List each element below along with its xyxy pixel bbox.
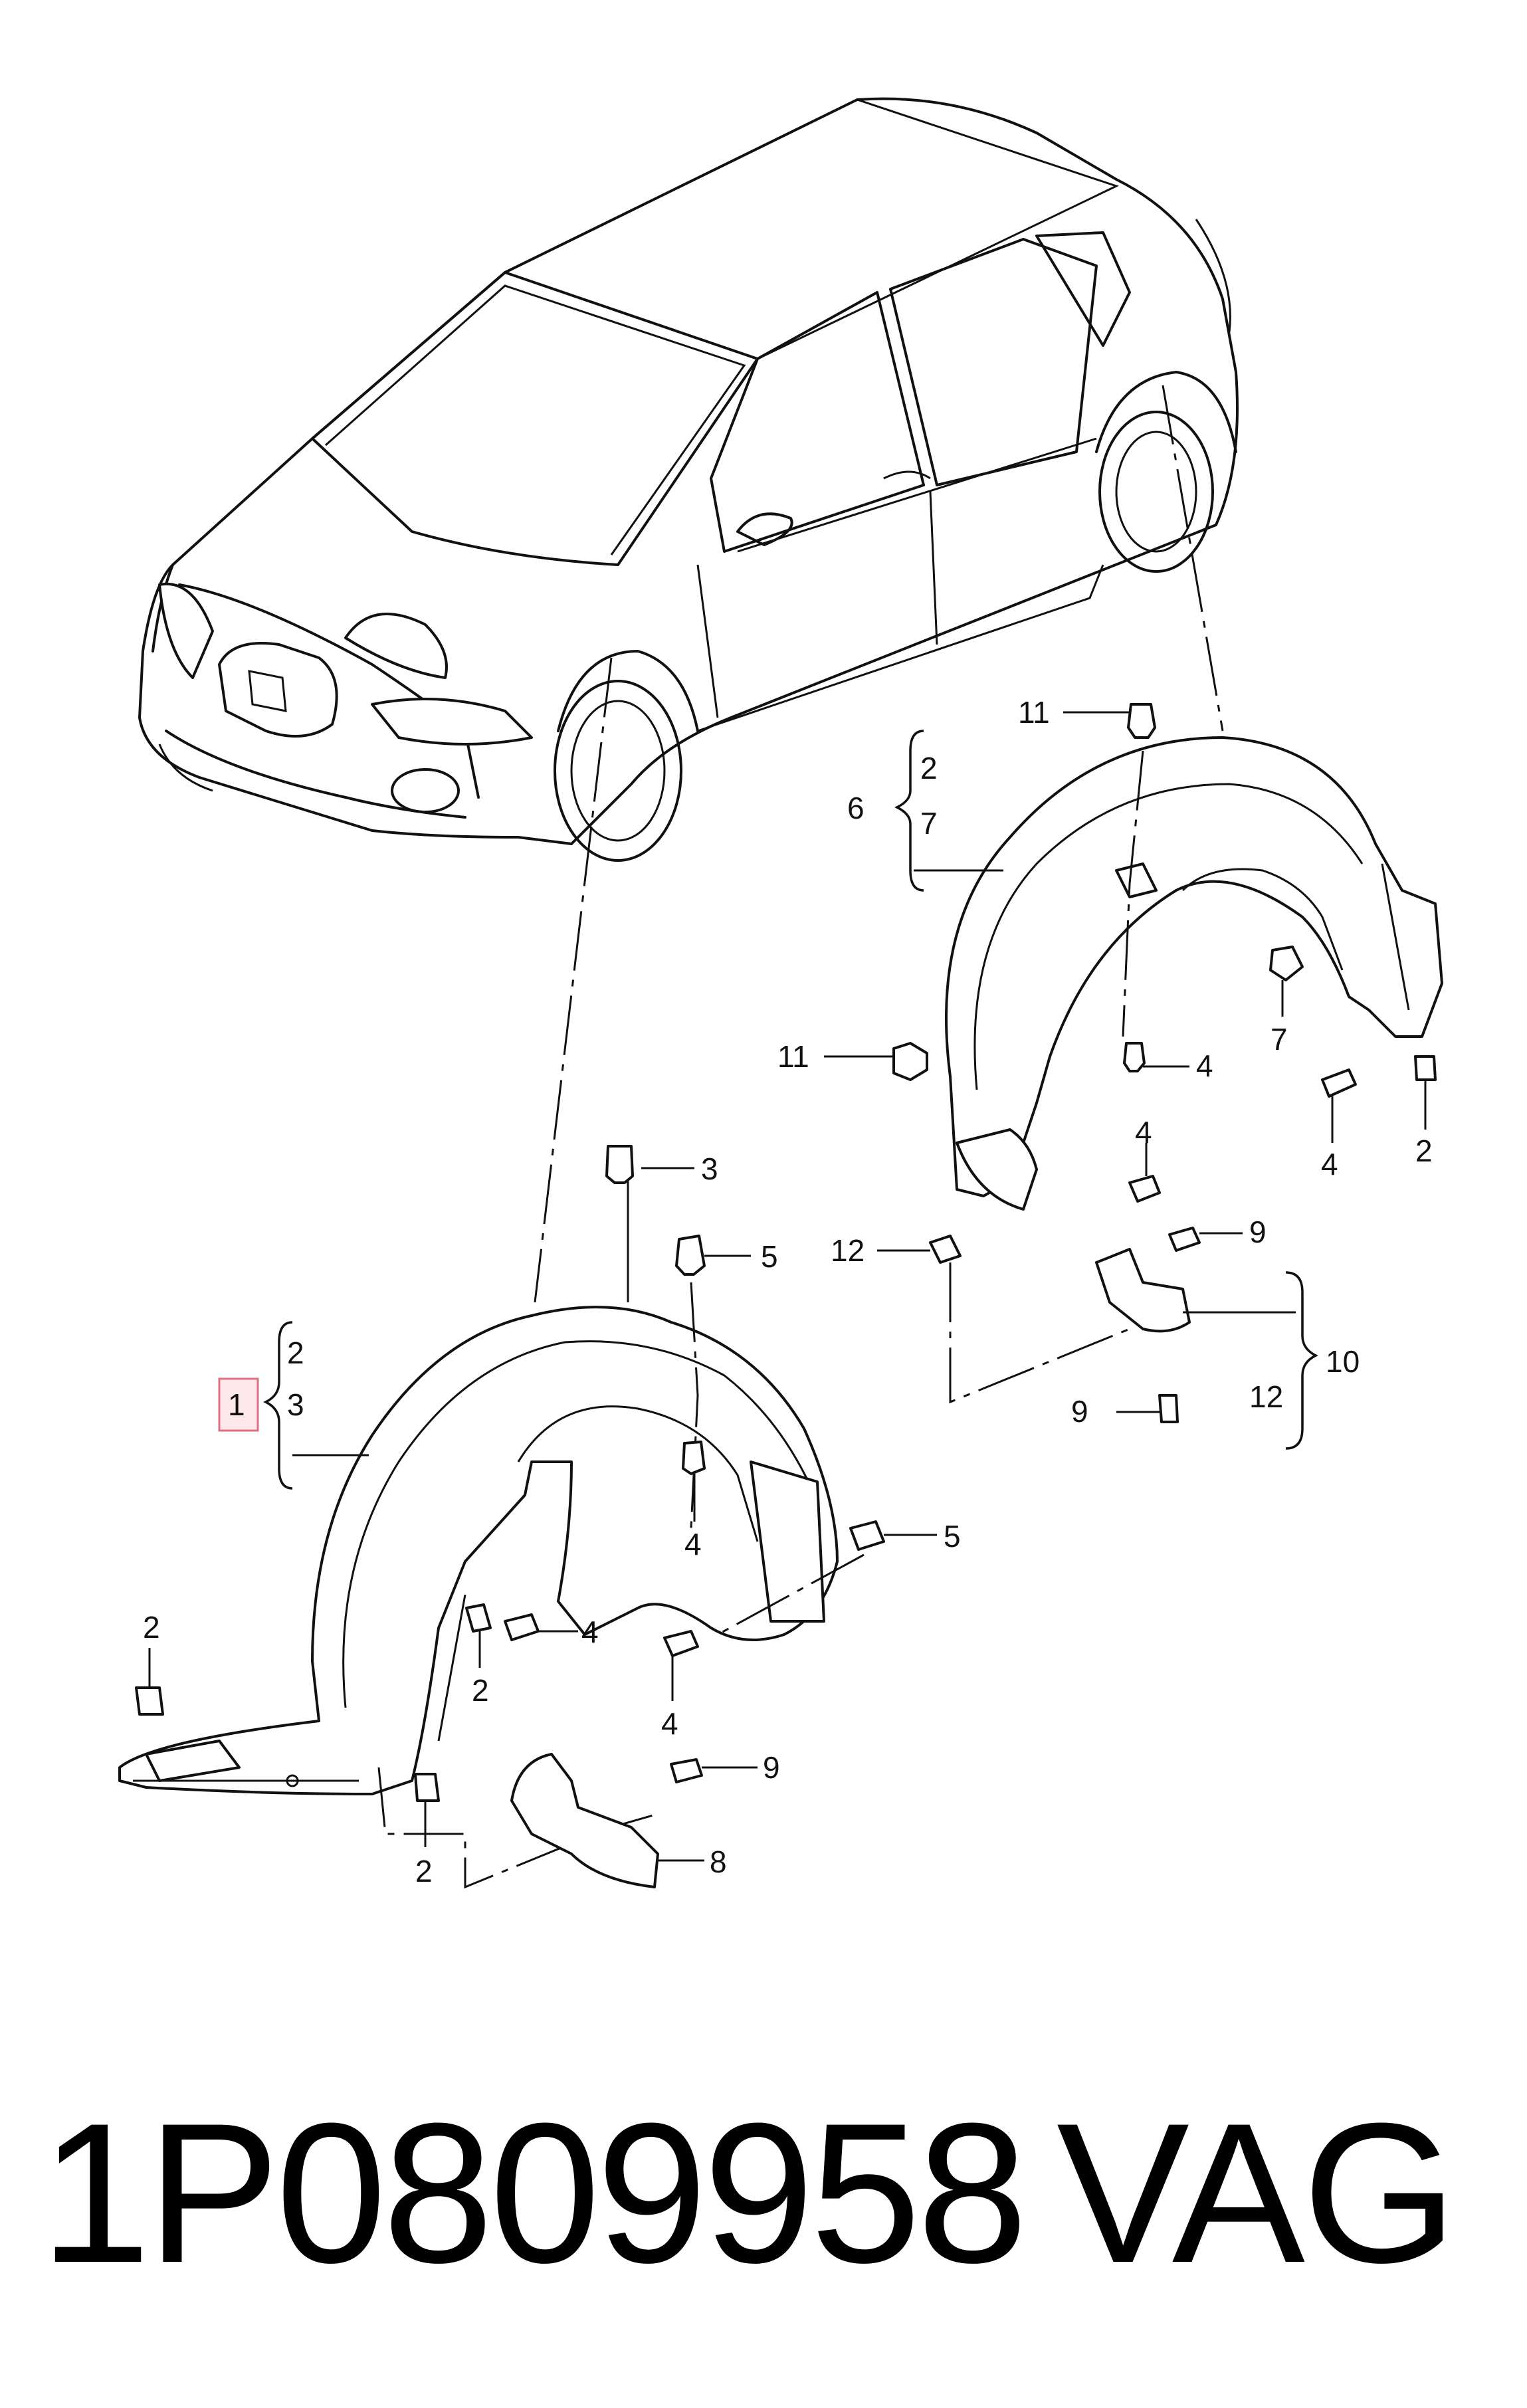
callout-leaders — [148, 711, 1427, 1862]
leader-front — [534, 657, 613, 1303]
part-number: 1P0809958 — [40, 2081, 1028, 2304]
callout-2: 2 — [472, 1673, 489, 1708]
callout-9: 9 — [763, 1750, 780, 1785]
callout-4: 4 — [684, 1527, 702, 1561]
front-fasteners — [135, 1145, 885, 1888]
callout-5: 5 — [761, 1239, 778, 1274]
callout-9: 9 — [1071, 1394, 1088, 1429]
callout-4: 4 — [1321, 1147, 1338, 1181]
highlight-box-1 — [218, 1377, 259, 1432]
callout-12: 12 — [831, 1233, 865, 1268]
leader-rear — [1162, 385, 1224, 732]
rear-fastener-axis — [1122, 750, 1144, 1037]
rear-bracket-axis — [949, 1262, 1130, 1404]
group-1-label: 1 — [228, 1387, 245, 1422]
group-6-item-7: 7 — [920, 806, 938, 841]
callout-11: 11 — [1018, 695, 1050, 730]
callout-4: 4 — [1135, 1115, 1152, 1150]
callout-7: 7 — [1271, 1022, 1288, 1056]
callout-2: 2 — [143, 1610, 160, 1645]
group-10-label: 10 — [1326, 1344, 1360, 1379]
front-right-axis — [717, 1554, 865, 1636]
rear-wheel-liner — [945, 736, 1443, 1211]
callout-9: 9 — [1249, 1215, 1267, 1249]
callout-3: 3 — [701, 1152, 718, 1186]
callout-8: 8 — [710, 1845, 727, 1879]
callout-4: 4 — [1196, 1049, 1213, 1083]
callout-2: 2 — [415, 1854, 433, 1888]
group-6-item-2: 2 — [920, 751, 938, 785]
callout-11: 11 — [777, 1039, 809, 1074]
callout-labels: 11 11 4 7 4 2 4 9 12 9 6 2 7 10 12 1 2 3… — [143, 695, 1433, 1888]
front-wheel-liner — [118, 1306, 839, 1795]
group-1-item-2: 2 — [287, 1336, 304, 1370]
group-1-item-3: 3 — [287, 1387, 304, 1422]
callout-5: 5 — [944, 1519, 961, 1554]
car-illustration — [138, 97, 1239, 862]
rear-fasteners — [892, 703, 1437, 1423]
callout-4: 4 — [581, 1615, 599, 1649]
callout-4: 4 — [661, 1706, 678, 1741]
group-6-label: 6 — [847, 791, 865, 825]
front-fastener-axis — [690, 1282, 699, 1529]
group-10-item-12: 12 — [1249, 1379, 1283, 1414]
callout-2: 2 — [1415, 1134, 1433, 1168]
brand-label: VAG — [1057, 2081, 1457, 2304]
braces — [263, 730, 1318, 1490]
